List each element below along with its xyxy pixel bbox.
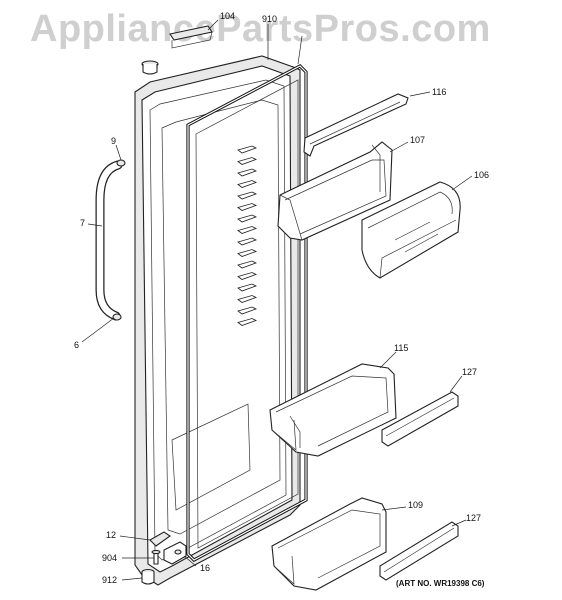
part-116-trim [303, 93, 409, 157]
callout-7: 7 [80, 218, 86, 228]
shelf-rib [237, 180, 258, 188]
shelf-rib [237, 237, 258, 246]
shelf-rib [237, 203, 258, 211]
callout-106: 106 [474, 170, 490, 180]
callout-6: 6 [74, 340, 80, 350]
callout-12: 12 [106, 530, 117, 540]
leader-lines [81, 19, 473, 581]
callout-910: 910 [262, 14, 278, 24]
callout-107: 107 [410, 135, 426, 145]
callout-127-upper: 127 [462, 367, 478, 377]
door-shell [134, 55, 301, 586]
shelf-rib [237, 295, 258, 303]
part-127-cover-upper [381, 391, 459, 447]
callout-912: 912 [102, 575, 118, 585]
shelf-rib [237, 191, 258, 200]
art-number: (ART NO. WR19398 C6) [396, 579, 485, 588]
shelf-rib [237, 260, 258, 269]
shelf-rib [237, 283, 258, 292]
shelf-rib [237, 318, 258, 326]
callout-116: 116 [432, 87, 447, 97]
hinge-bushing [141, 60, 159, 75]
part-107-bin [277, 141, 393, 241]
part-7-handle [95, 159, 126, 321]
part-104-cap [169, 25, 213, 49]
part-109-bin [271, 497, 387, 591]
callout-16: 16 [200, 563, 211, 573]
shelf-rib [237, 226, 258, 234]
part-16-hinge [163, 541, 187, 565]
shelf-rib [237, 272, 258, 280]
part-106-cover [361, 181, 461, 279]
shelf-rib [237, 157, 258, 165]
shelf-rails [237, 145, 258, 326]
door-gasket [186, 64, 308, 562]
part-12-hinge-cover [149, 531, 171, 547]
shelf-rib [237, 145, 258, 154]
callout-904: 904 [102, 553, 118, 563]
callout-115: 115 [394, 343, 409, 353]
part-912-bushing [141, 568, 155, 585]
watermark-logo: AppliancePartsPros.com [30, 8, 491, 50]
shelf-rib [237, 168, 258, 177]
callout-9: 9 [111, 136, 117, 146]
shelf-rib [237, 214, 258, 223]
callout-104: 104 [220, 11, 236, 21]
callout-127-lower: 127 [466, 513, 482, 523]
shelf-rib [237, 306, 258, 315]
part-904-pin [151, 549, 161, 565]
shelf-rib [237, 249, 258, 257]
callout-109: 109 [408, 500, 424, 510]
part-127-cover-lower [379, 521, 459, 581]
part-115-bin [269, 363, 397, 457]
